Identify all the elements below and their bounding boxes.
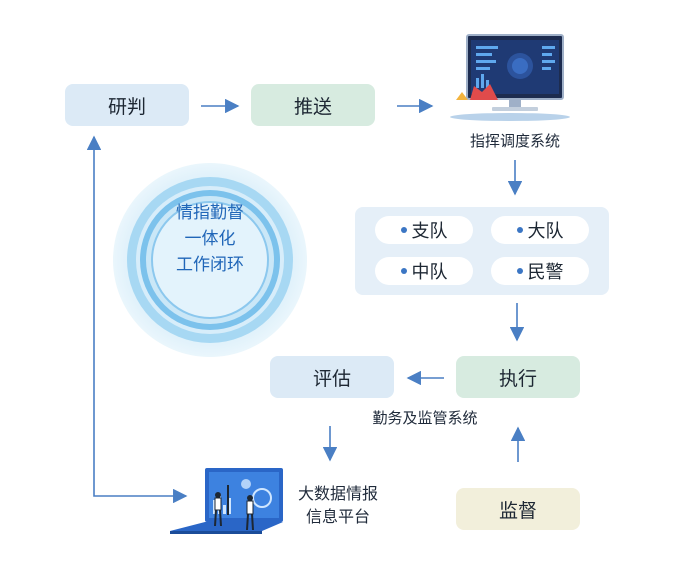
loop-text-line: 一体化: [184, 229, 236, 249]
units-panel: 支队 大队 中队 民警: [355, 207, 609, 295]
unit-label: 支队: [411, 221, 448, 242]
duty-system-label: 勤务及监管系统: [372, 409, 478, 427]
loop-text-line: 情指勤督: [176, 203, 244, 223]
node-pinggu: 评估: [270, 356, 394, 398]
bullet-dot-icon: [516, 268, 523, 274]
arrow-bigdata-yanpan-feedback: [86, 135, 188, 504]
bullet-dot-icon: [516, 227, 523, 233]
node-jiandu-label: 监督: [498, 499, 537, 522]
monitor-dashboard-icon: [450, 34, 570, 121]
bullet-dot-icon: [400, 268, 407, 274]
node-tuisong-label: 推送: [293, 95, 332, 118]
unit-pill: 支队: [375, 216, 473, 244]
unit-pill: 民警: [491, 257, 589, 285]
node-yanpan: 研判: [65, 84, 189, 126]
unit-pill: 中队: [375, 257, 473, 285]
bullet-dot-icon: [400, 227, 407, 233]
bigdata-platform-line2: 信息平台: [305, 507, 370, 526]
bigdata-platform-line1: 大数据情报: [297, 484, 378, 503]
node-zhixing-label: 执行: [498, 367, 537, 390]
node-yanpan-label: 研判: [107, 95, 146, 118]
node-pinggu-label: 评估: [312, 367, 351, 390]
loop-circle-text: 情指勤督 一体化 工作闭环: [158, 200, 262, 278]
dispatch-system-label: 指挥调度系统: [469, 132, 560, 150]
unit-label: 大队: [527, 221, 564, 242]
unit-label: 中队: [411, 262, 448, 283]
loop-text-line: 工作闭环: [176, 255, 244, 275]
node-zhixing: 执行: [456, 356, 580, 398]
node-jiandu: 监督: [456, 488, 580, 530]
unit-pill: 大队: [491, 216, 589, 244]
unit-label: 民警: [527, 262, 564, 283]
bigdata-platform-label: 大数据情报 信息平台: [283, 482, 393, 528]
laptop-analytics-icon: [170, 468, 283, 534]
node-tuisong: 推送: [251, 84, 375, 126]
